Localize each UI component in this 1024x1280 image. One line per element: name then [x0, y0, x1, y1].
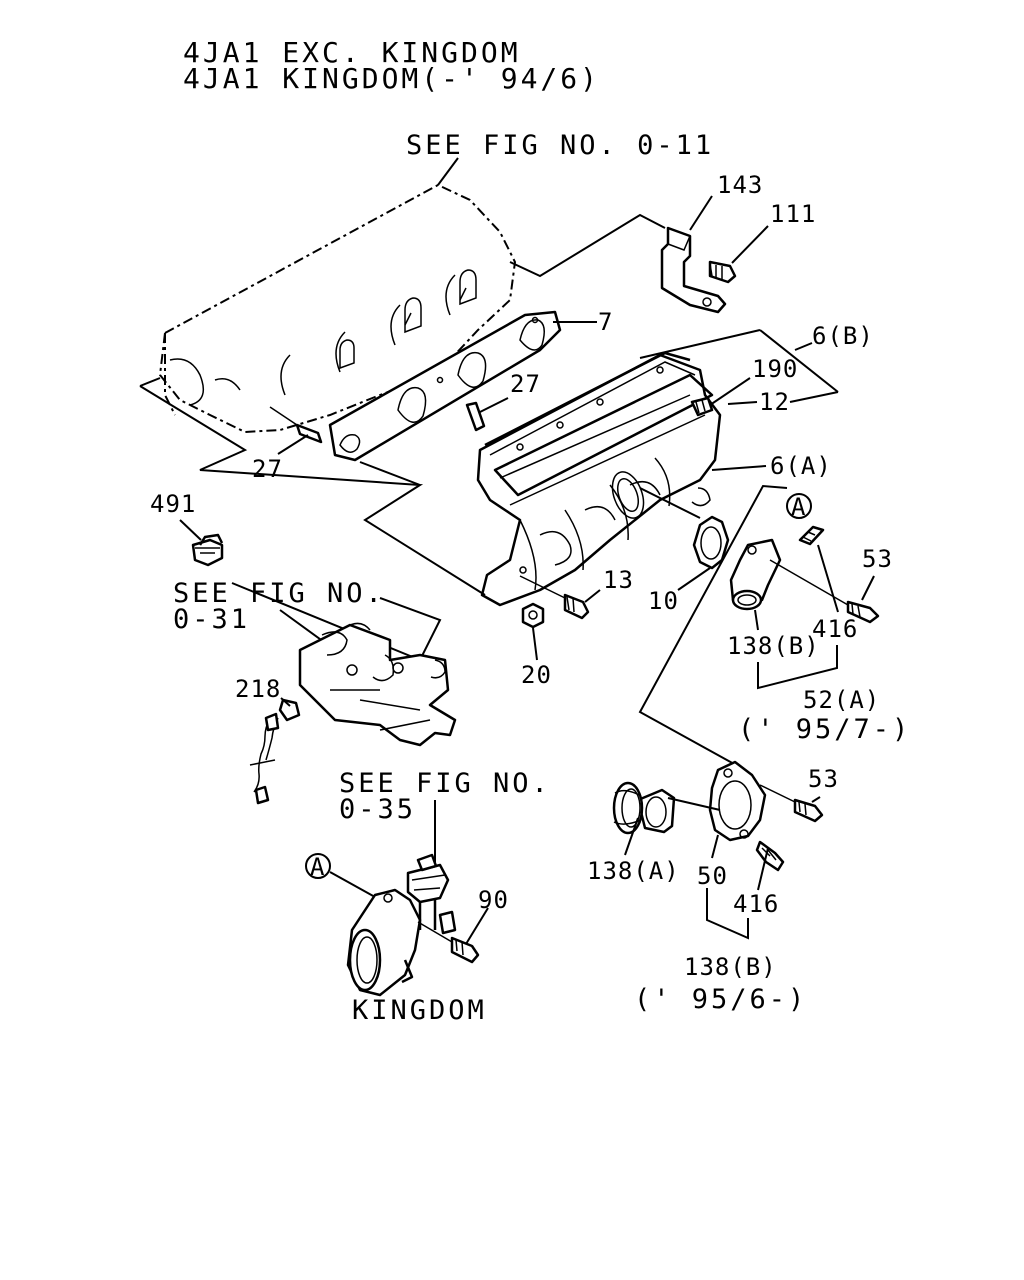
leader-12	[727, 391, 839, 405]
bolt-53-bottom	[759, 784, 824, 823]
label-53-top: 53	[862, 545, 893, 573]
vacuum-valve-kingdom	[406, 853, 457, 935]
note-95-7: (' 95/7-)	[738, 714, 911, 745]
assembly-connector-line	[139, 377, 486, 596]
connector-line-head-bracket	[509, 213, 666, 278]
bracket-52a	[757, 645, 838, 690]
ref-fig-0-35-line2: 0-35	[339, 794, 416, 825]
leader-90	[465, 907, 489, 945]
leader-416-bottom	[757, 847, 769, 891]
ref-fig-0-31-line1: SEE FIG NO.	[173, 578, 385, 609]
sensor-491	[191, 533, 224, 567]
leader-50-top	[667, 797, 721, 811]
leader-20	[532, 627, 538, 661]
label-90: 90	[478, 886, 509, 914]
ref-fig-0-31-line2: 0-31	[173, 604, 250, 635]
stud-27-left	[269, 406, 323, 444]
note-95-6: (' 95/6-)	[634, 984, 807, 1015]
label-13: 13	[603, 566, 634, 594]
gasket-12	[493, 373, 714, 497]
bracket-143	[660, 226, 727, 314]
label-416-top: 416	[812, 615, 858, 643]
label-138a: 138(A)	[587, 857, 680, 885]
leader-27-left	[277, 434, 309, 455]
leader-111	[731, 225, 769, 264]
label-20: 20	[521, 661, 552, 689]
thermostat-housing-50	[708, 760, 767, 842]
gasket-connector-line	[359, 461, 421, 486]
water-pump-housing	[298, 622, 457, 747]
thermostat-housing-kingdom	[346, 888, 422, 997]
leader-6a	[711, 465, 767, 471]
bracket-138b-bottom	[706, 888, 749, 940]
ref-fig-0-35-line1: SEE FIG NO.	[339, 768, 551, 799]
label-491: 491	[150, 490, 196, 518]
sensor-218	[249, 698, 301, 805]
label-50: 50	[697, 862, 728, 890]
thermostat-housing-52a	[729, 538, 782, 611]
stud-27-middle	[465, 401, 486, 432]
label-10: 10	[648, 587, 679, 615]
bolt-190	[690, 396, 714, 417]
leader-416-top	[817, 544, 839, 613]
bolt-111	[708, 260, 737, 284]
label-52a: 52(A)	[803, 686, 880, 714]
ref-0-11-leader	[437, 157, 459, 186]
stud-416-top	[798, 525, 825, 546]
label-27-left: 27	[252, 455, 283, 483]
header-line-1: 4JA1 EXC. KINGDOM	[183, 36, 521, 69]
label-6a: 6(A)	[770, 452, 832, 480]
leader-491	[179, 519, 202, 541]
gasket-7	[328, 310, 562, 462]
leader-10	[639, 487, 711, 591]
marker-a-bottom-leader	[329, 871, 376, 898]
label-218: 218	[235, 675, 281, 703]
leader-138b-top	[754, 609, 759, 631]
label-6b: 6(B)	[812, 322, 874, 350]
label-416-bottom: 416	[733, 890, 779, 918]
label-27-middle: 27	[510, 370, 541, 398]
label-138b-bottom: 138(B)	[684, 953, 777, 981]
leader-50	[711, 834, 719, 859]
label-111: 111	[770, 200, 816, 228]
leader-143	[689, 195, 713, 231]
leader-13	[584, 589, 601, 603]
ref-fig-0-11: SEE FIG NO. 0-11	[406, 130, 714, 161]
label-12: 12	[759, 388, 790, 416]
header-line-2: 4JA1 KINGDOM(-' 94/6)	[183, 62, 600, 95]
bolt-90	[417, 921, 480, 964]
label-143: 143	[717, 171, 763, 199]
label-53-bottom: 53	[808, 765, 839, 793]
leader-218	[280, 697, 291, 707]
marker-a-bottom-label: A	[310, 853, 325, 881]
leader-6b	[639, 329, 839, 393]
label-138b-top: 138(B)	[727, 632, 820, 660]
label-7: 7	[598, 308, 613, 336]
bolt-53-top	[769, 559, 880, 624]
gasket-138a	[636, 788, 676, 834]
label-190: 190	[752, 355, 798, 383]
leader-53-top	[861, 575, 875, 601]
stud-416-bottom	[755, 840, 785, 872]
marker-a-top: A	[786, 493, 812, 521]
ring-138a	[612, 781, 644, 835]
nut-20	[521, 602, 545, 629]
leader-190	[709, 377, 751, 406]
caption-kingdom: KINGDOM	[352, 995, 487, 1026]
detail-a-connector	[638, 484, 788, 771]
marker-a-top-label: A	[791, 493, 806, 521]
leader-27-middle	[479, 397, 509, 413]
leader-138a	[624, 817, 639, 856]
leader-53-bottom	[811, 796, 821, 803]
bolt-13	[519, 575, 590, 620]
marker-a-bottom: A	[305, 853, 331, 881]
